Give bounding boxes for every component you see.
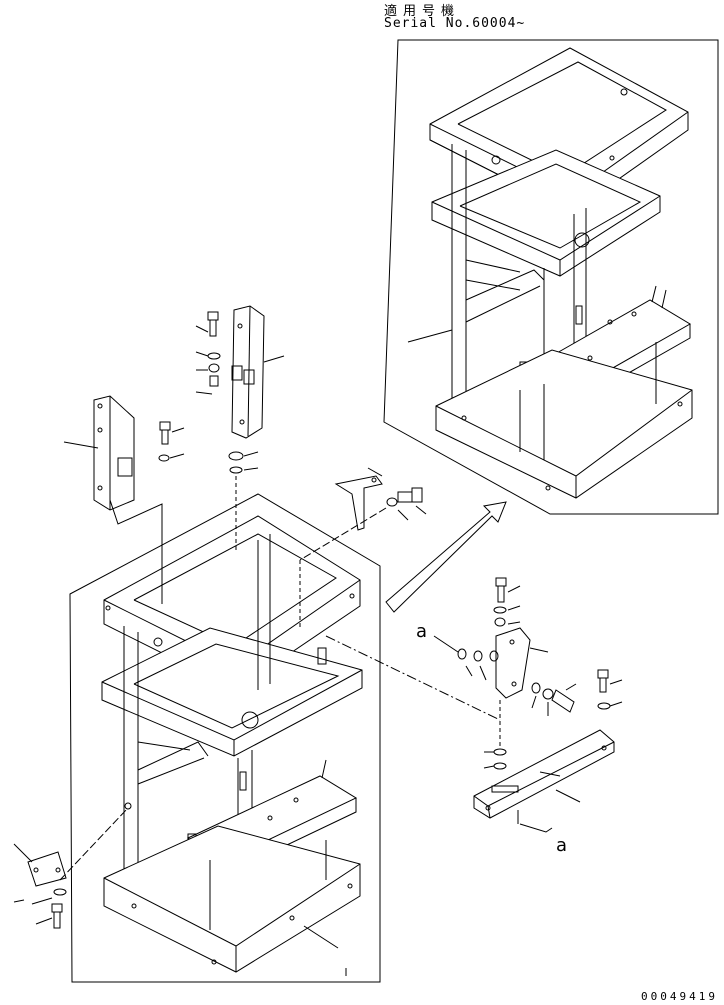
left-bracket	[64, 396, 162, 604]
left-bracket-hardware	[159, 422, 184, 461]
main-frame	[70, 494, 380, 982]
center-bracket	[232, 306, 284, 438]
applicability-caption: 適用号機	[384, 4, 461, 19]
assembly-arrow	[386, 502, 506, 612]
left-bracket-leader	[110, 500, 162, 604]
corner-plate	[14, 808, 128, 928]
ref-a-lower: a	[556, 835, 567, 856]
main-base	[104, 826, 360, 972]
inset-view	[384, 40, 718, 514]
inset-leader	[408, 330, 452, 342]
small-bracket	[300, 468, 426, 630]
center-bracket-hardware	[196, 312, 258, 550]
main-middle-frame	[102, 628, 362, 756]
serial-number-caption: Serial No.60004~	[384, 16, 526, 31]
inset-upper-frame	[430, 48, 688, 212]
inset-frame	[384, 40, 718, 514]
ref-a-upper: a	[416, 621, 427, 642]
base-leader	[304, 926, 338, 948]
hinge-assembly	[326, 578, 622, 832]
drawing-code: 00049419	[641, 990, 718, 1003]
inset-base	[436, 342, 692, 498]
inset-middle-frame	[432, 150, 660, 276]
main-view	[70, 494, 380, 982]
main-uprights	[124, 534, 270, 890]
